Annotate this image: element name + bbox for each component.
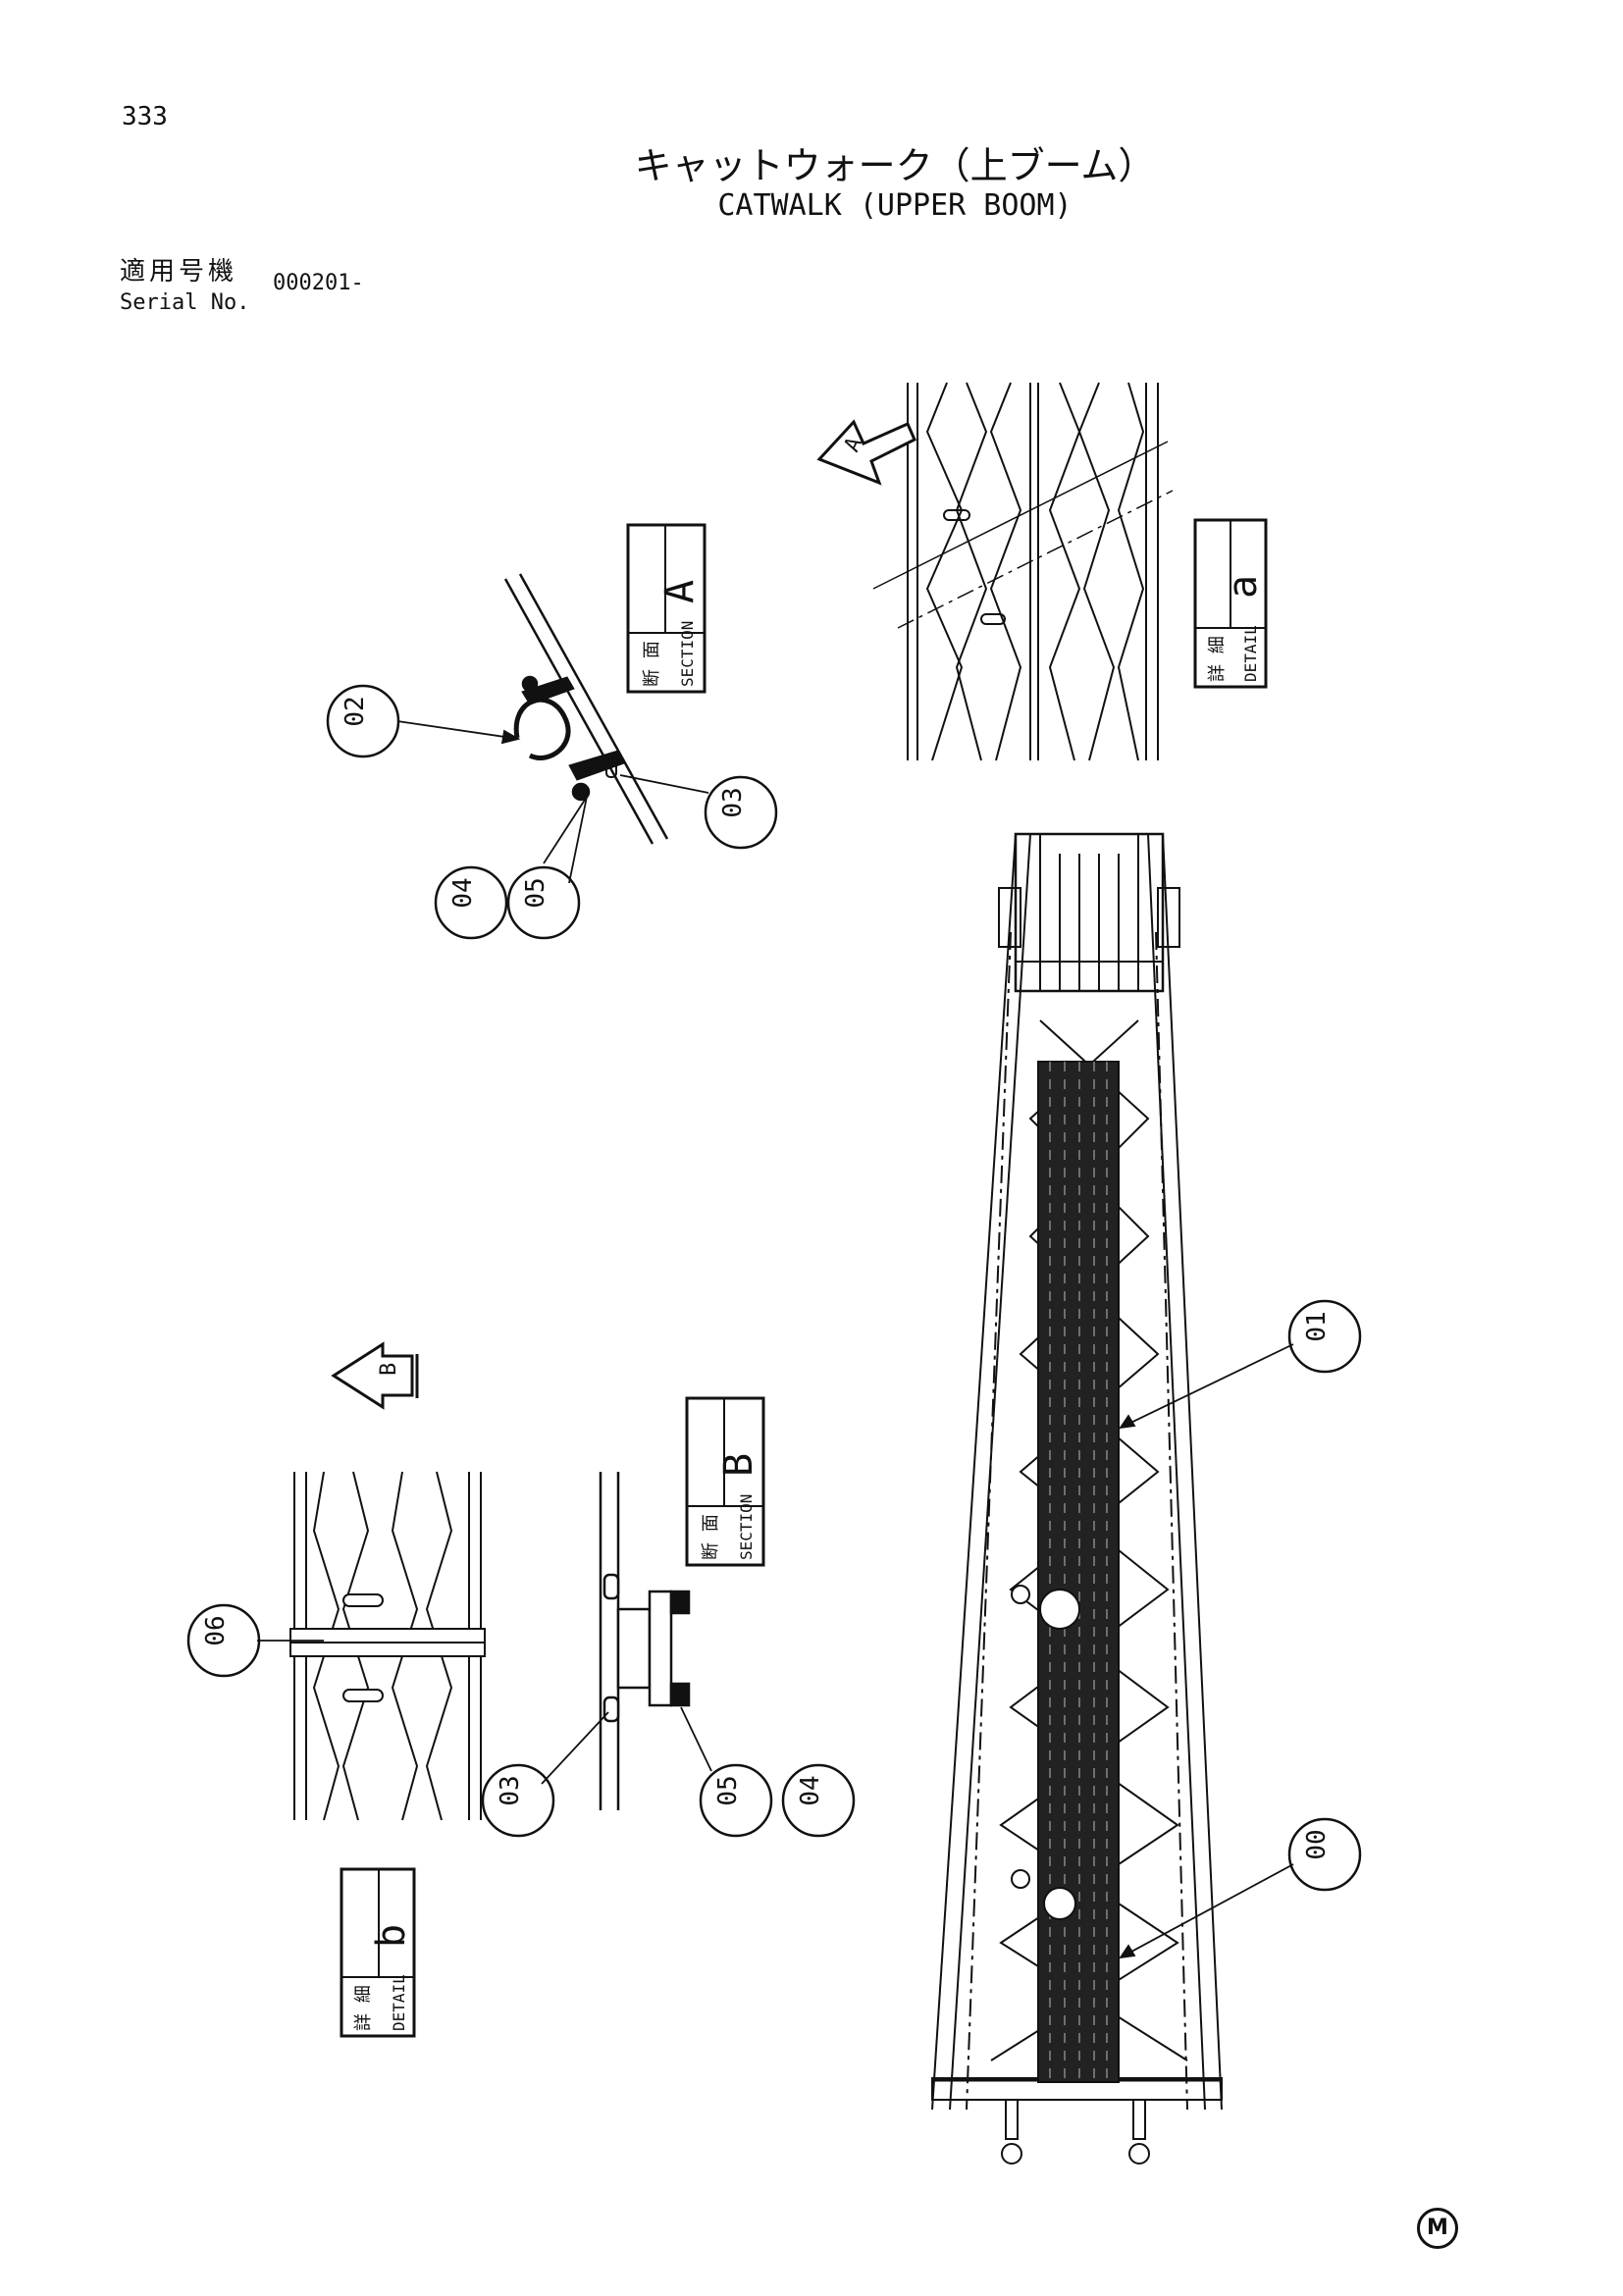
svg-text:03: 03	[496, 1775, 525, 1805]
detail-b-en: DETAIL	[390, 1974, 408, 2031]
callout-03-b: 03	[481, 1763, 555, 1838]
callout-02: 02	[326, 684, 400, 758]
callout-04-a: 04	[434, 865, 508, 940]
detail-b-letter: b	[369, 1924, 414, 1948]
svg-text:04: 04	[796, 1775, 825, 1805]
section-b-view	[599, 1472, 691, 1810]
section-a-leaders	[396, 720, 709, 884]
section-b-letter: B	[716, 1453, 761, 1477]
detail-a-jp: 詳 細	[1207, 636, 1228, 682]
section-b-label: SECTION 断 面 B	[685, 1396, 765, 1567]
view-arrow-a: A	[816, 419, 916, 486]
boom-leaders	[1119, 1343, 1294, 1959]
m-mark-icon: M	[1417, 2208, 1458, 2249]
svg-text:01: 01	[1302, 1311, 1332, 1341]
detail-a-en: DETAIL	[1241, 625, 1260, 682]
serial-label-japanese: 適用号機	[120, 257, 238, 287]
callout-05-b: 05	[699, 1763, 773, 1838]
section-b-leaders	[541, 1706, 712, 1785]
svg-text:02: 02	[340, 696, 370, 726]
svg-text:06: 06	[201, 1615, 231, 1645]
callout-06: 06	[186, 1603, 261, 1678]
callout-00: 00	[1287, 1817, 1362, 1892]
view-arrow-b-letter: B	[377, 1363, 401, 1376]
callout-05-a: 05	[506, 865, 581, 940]
svg-text:03: 03	[718, 787, 748, 817]
svg-text:05: 05	[713, 1775, 743, 1805]
detail-a-grating	[872, 382, 1174, 761]
detail-b-jp: 詳 細	[353, 1985, 374, 2031]
section-a-jp: 断 面	[642, 641, 662, 687]
title-english: CATWALK (UPPER BOOM)	[717, 188, 1073, 223]
svg-text:04: 04	[448, 877, 478, 908]
view-arrow-b: B	[331, 1341, 419, 1410]
detail-b-label: DETAIL 詳 細 b	[340, 1867, 416, 2038]
section-b-en: SECTION	[737, 1494, 756, 1560]
callout-04-b: 04	[781, 1763, 856, 1838]
section-b-jp: 断 面	[701, 1514, 721, 1560]
callout-01: 01	[1287, 1299, 1362, 1374]
catwalk-grating	[1011, 1061, 1120, 2083]
serial-number-value: 000201-	[273, 271, 364, 295]
page-number: 333	[122, 102, 168, 131]
detail-b-grating	[289, 1471, 486, 1821]
detail-a-letter: a	[1221, 575, 1266, 599]
section-a-letter: A	[657, 580, 703, 603]
serial-label-english: Serial No.	[120, 290, 250, 315]
title-japanese: キャットウォーク（上ブーム）	[634, 144, 1156, 187]
detail-a-label: DETAIL 詳 細 a	[1193, 518, 1268, 689]
callout-03-a: 03	[704, 775, 778, 850]
section-a-label: SECTION 断 面 A	[626, 523, 707, 694]
svg-text:05: 05	[521, 877, 550, 908]
svg-text:00: 00	[1302, 1829, 1332, 1859]
section-a-en: SECTION	[678, 621, 697, 687]
section-a-view	[503, 573, 669, 845]
